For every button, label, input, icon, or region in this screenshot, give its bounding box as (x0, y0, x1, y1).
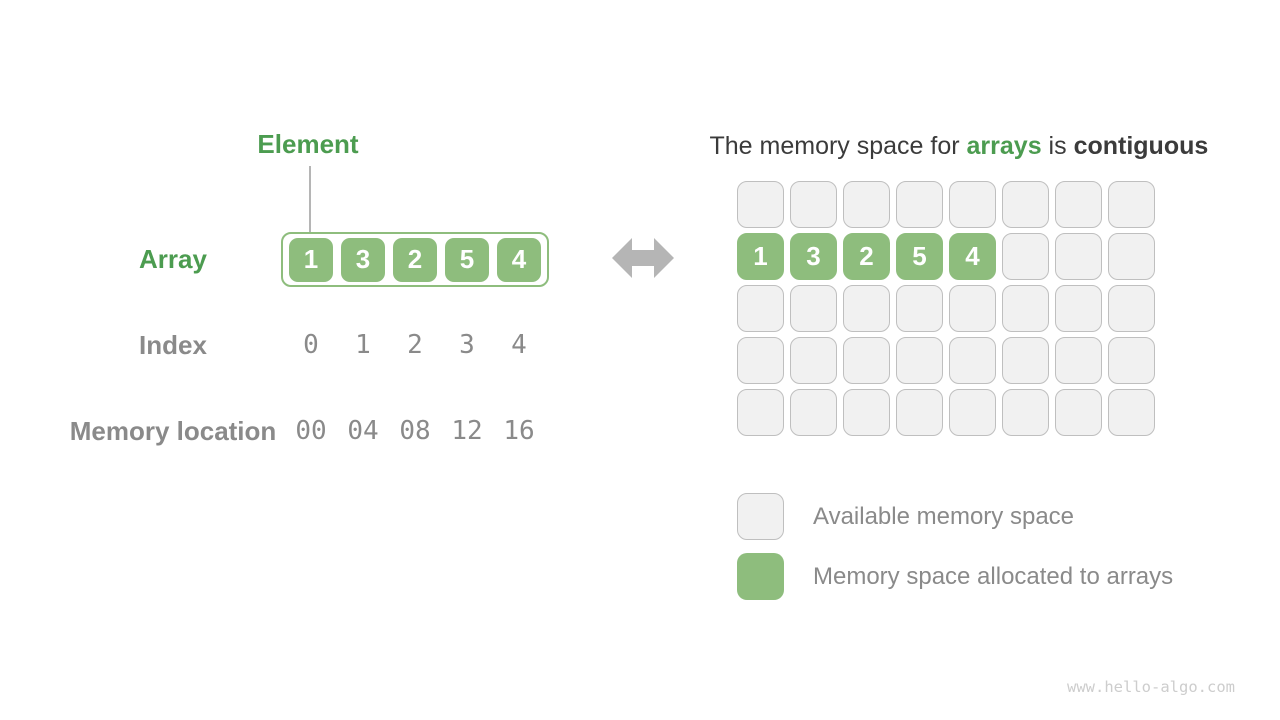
title-bold-contiguous: contiguous (1073, 132, 1209, 160)
memory-cell (790, 337, 837, 384)
memory-cell (896, 337, 943, 384)
memory-cell-allocated: 3 (790, 233, 837, 280)
memory-location-value: 12 (451, 416, 483, 446)
legend-label-available-memory: Available memory space (813, 502, 1075, 530)
memory-cell (949, 389, 996, 436)
memory-cell (1002, 337, 1049, 384)
memory-values-row: 00 04 08 12 16 (281, 416, 549, 446)
index-value: 4 (511, 330, 527, 360)
array-cell: 2 (393, 237, 437, 282)
memory-cell (1108, 337, 1155, 384)
memory-cell (1055, 233, 1102, 280)
memory-cell (790, 389, 837, 436)
memory-cell-allocated: 4 (949, 233, 996, 280)
title-prefix: The memory space for (709, 132, 967, 160)
memory-cell (737, 337, 784, 384)
array-cell: 4 (497, 237, 541, 282)
memory-cell (1002, 181, 1049, 228)
memory-location-label: Memory location (69, 416, 277, 446)
array-cell: 5 (445, 237, 489, 282)
memory-cell-allocated: 2 (843, 233, 890, 280)
double-arrow-icon (612, 238, 674, 278)
title-highlight-arrays: arrays (966, 132, 1042, 160)
index-values-row: 0 1 2 3 4 (281, 330, 549, 360)
watermark: www.hello-algo.com (1067, 678, 1235, 696)
memory-cell (790, 181, 837, 228)
memory-location-value: 08 (399, 416, 431, 446)
memory-cell (1108, 389, 1155, 436)
memory-location-value: 00 (295, 416, 327, 446)
memory-title: The memory space for arrays is contiguou… (640, 101, 1250, 191)
memory-cell (1055, 337, 1102, 384)
memory-cell (1055, 285, 1102, 332)
memory-cell (1002, 233, 1049, 280)
memory-cell (790, 285, 837, 332)
memory-cell (1002, 389, 1049, 436)
memory-cell (896, 389, 943, 436)
array-cell: 3 (341, 237, 385, 282)
memory-cell-allocated: 1 (737, 233, 784, 280)
array-cell: 1 (289, 237, 333, 282)
array-label: Array (139, 244, 207, 274)
memory-cell (949, 285, 996, 332)
element-connector-line (309, 166, 311, 233)
memory-cell (737, 285, 784, 332)
memory-cell (949, 337, 996, 384)
index-value: 2 (407, 330, 423, 360)
memory-cell (737, 181, 784, 228)
legend-label-allocated-memory: Memory space allocated to arrays (813, 562, 1174, 590)
index-label: Index (139, 330, 207, 360)
title-middle: is (1041, 132, 1074, 160)
memory-cell (843, 389, 890, 436)
memory-cell (1055, 389, 1102, 436)
memory-cell (1002, 285, 1049, 332)
memory-cell (1055, 181, 1102, 228)
memory-location-value: 04 (347, 416, 379, 446)
memory-cell (843, 285, 890, 332)
memory-location-value: 16 (503, 416, 535, 446)
legend-swatch-allocated-memory (737, 553, 784, 600)
element-label: Element (257, 129, 359, 159)
legend-swatch-available-memory (737, 493, 784, 540)
memory-cell (843, 181, 890, 228)
memory-cell-allocated: 5 (896, 233, 943, 280)
memory-cell (843, 337, 890, 384)
memory-cell (737, 389, 784, 436)
memory-cell (1108, 181, 1155, 228)
index-value: 0 (303, 330, 319, 360)
memory-cell (1108, 285, 1155, 332)
memory-cell (896, 181, 943, 228)
memory-cell (1108, 233, 1155, 280)
index-value: 1 (355, 330, 371, 360)
memory-cell (896, 285, 943, 332)
memory-cell (949, 181, 996, 228)
index-value: 3 (459, 330, 475, 360)
